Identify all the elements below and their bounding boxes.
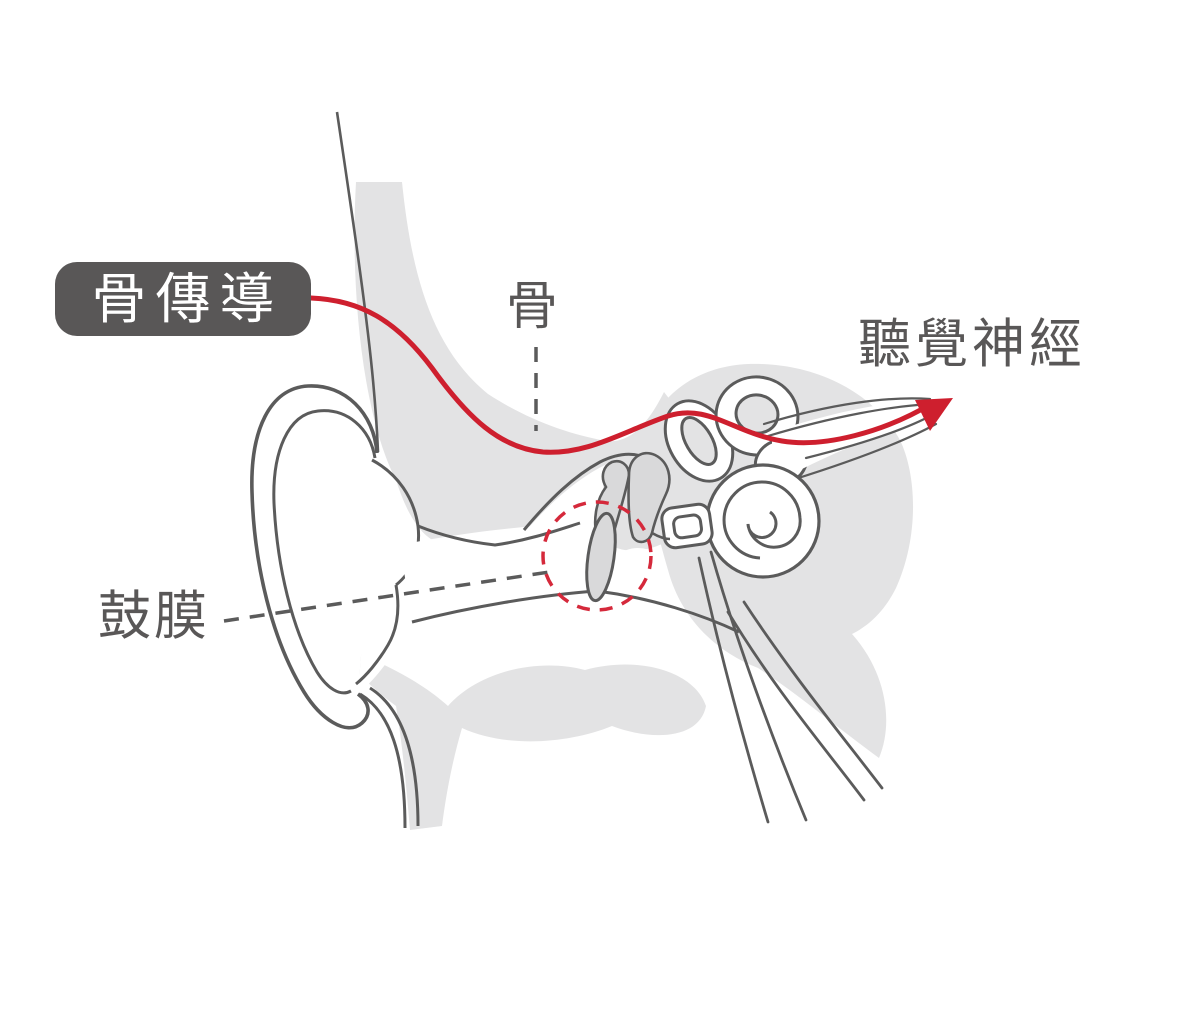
- bone-conduction-path: [308, 295, 934, 455]
- eardrum-shape: [585, 511, 617, 603]
- canal-upper-wall: [417, 521, 581, 547]
- auditory-nerve-label: 聽覺神經: [858, 314, 1086, 375]
- stapes-link: [651, 531, 671, 541]
- red-arrowhead-icon: [915, 398, 953, 431]
- antihelix-fold: [272, 409, 377, 695]
- cochlea-spiral: [722, 480, 802, 560]
- cochlea: [705, 463, 821, 579]
- outer-ear-outline: [250, 384, 379, 730]
- auditory-nerve-lines: [762, 397, 938, 482]
- eardrum-label: 鼓膜: [98, 586, 210, 647]
- bone-conduction-tag: 骨傳導: [55, 262, 311, 336]
- earlobe-outline-2: [369, 686, 420, 827]
- head-outline: [335, 111, 380, 453]
- eardrum-leader-line: [223, 569, 557, 623]
- antitragus-fold: [355, 584, 400, 686]
- earlobe-outline: [359, 692, 407, 829]
- eardrum-highlight-circle: [541, 500, 653, 612]
- oval-window: [660, 502, 714, 550]
- skull-shading: [338, 182, 914, 830]
- eustachian-tube-lines: [697, 550, 884, 824]
- tympanic-pocket: [612, 548, 664, 588]
- outer-ear: [250, 384, 421, 829]
- bone-label: 骨: [506, 277, 559, 337]
